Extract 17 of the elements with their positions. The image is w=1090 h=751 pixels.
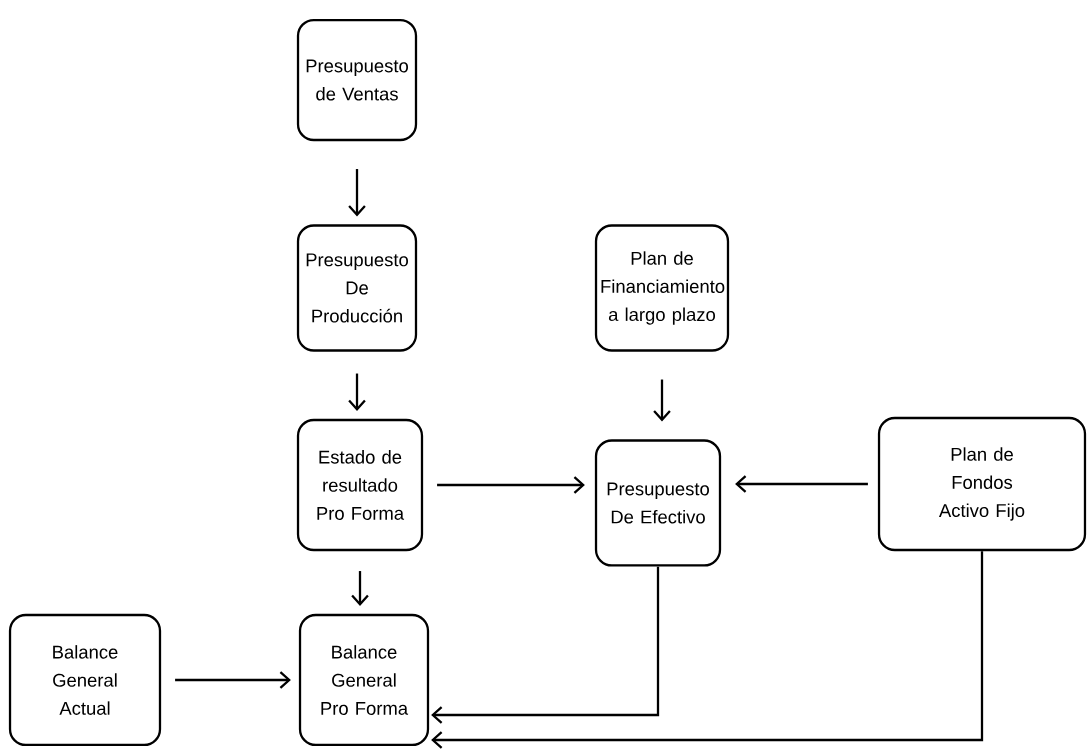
process-box: Balance General Actual: [8, 613, 162, 747]
arrow: [653, 379, 671, 422]
process-box: Presupuesto De Efectivo: [594, 439, 722, 567]
process-box: Presupuesto de Ventas: [296, 18, 418, 142]
process-box: Plan de Financiamiento a largo plazo: [594, 224, 730, 352]
arrow: [735, 475, 868, 493]
process-box: Estado de resultado Pro Forma: [296, 418, 424, 552]
process-box: Plan de Fondos Activo Fijo: [877, 416, 1087, 552]
arrow: [351, 571, 369, 606]
process-box: Balance General Pro Forma: [298, 613, 430, 747]
process-box: Presupuesto De Producción: [296, 224, 418, 352]
arrow: [348, 373, 366, 411]
arrow: [175, 671, 291, 689]
arrow: [348, 169, 366, 217]
arrow: [431, 566, 660, 724]
arrow: [431, 551, 984, 749]
arrow: [437, 476, 585, 494]
